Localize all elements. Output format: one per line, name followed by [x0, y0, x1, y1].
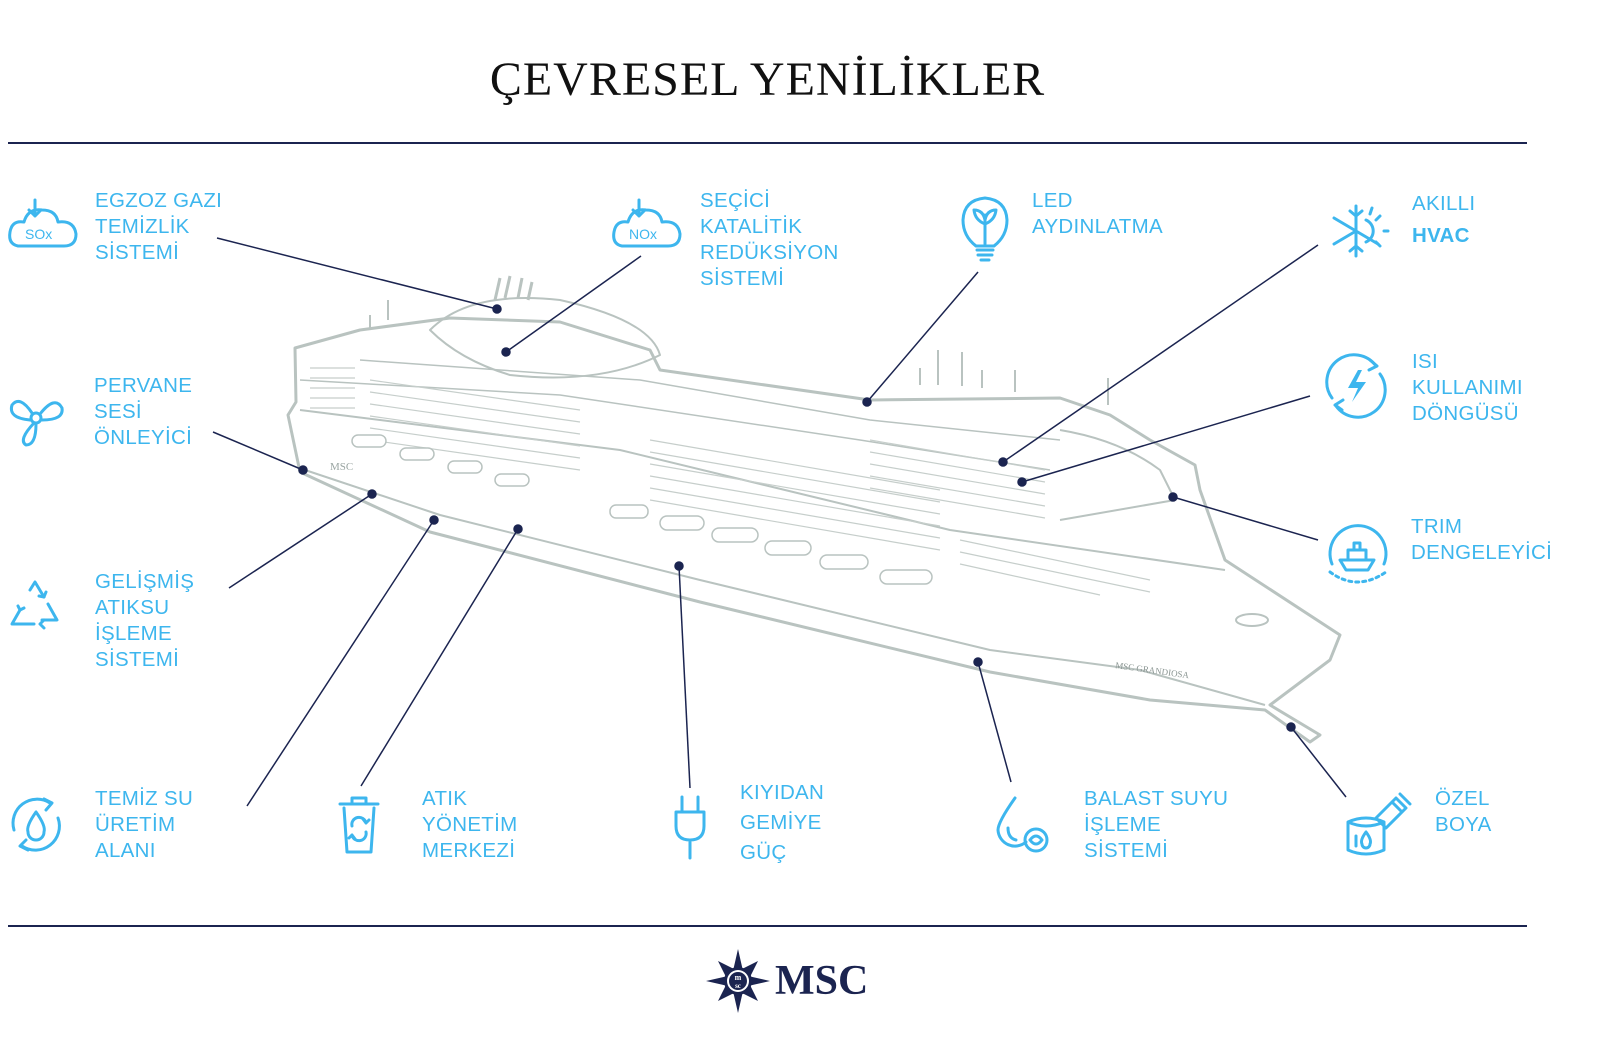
leader-dot [429, 515, 439, 525]
leader-dot [298, 465, 308, 475]
recycle-icon [10, 580, 59, 630]
funnel-dome [429, 297, 661, 379]
top-divider [8, 142, 1527, 144]
msc-wordmark: MSC [775, 958, 869, 1004]
leader-lines [212, 237, 1347, 807]
leader-dot [674, 561, 684, 571]
main-deck-line [299, 409, 1226, 571]
plug-icon [674, 795, 706, 860]
water-drop-cycle-icon [11, 797, 61, 852]
svg-text:m: m [735, 973, 742, 982]
hull-waterline [304, 469, 1266, 706]
nox-cloud-icon: NOx [612, 198, 682, 248]
bow-structure [1059, 429, 1176, 521]
propeller-icon [9, 399, 64, 447]
leader-dot [973, 657, 983, 667]
page-title: ÇEVRESEL YENİLİKLER [489, 53, 1046, 106]
leader-dot [513, 524, 523, 534]
funnel-stacks [493, 275, 534, 301]
masts [369, 300, 1109, 405]
leader-dot [1017, 477, 1027, 487]
svg-text:NOx: NOx [629, 226, 657, 242]
msc-logo: m sc MSC [705, 948, 868, 1014]
anchor-hawse [1235, 613, 1269, 627]
led-bulb-icon [961, 196, 1009, 262]
svg-text:SOx: SOx [25, 226, 52, 242]
compass-rose-icon: m sc [706, 949, 770, 1013]
ship-hull-logo: MSC [330, 461, 353, 473]
ship-hull [286, 316, 1342, 744]
leader-dot [998, 457, 1008, 467]
bottom-divider [8, 925, 1527, 927]
leader-dot [501, 347, 511, 357]
paint-bucket-icon [1346, 792, 1412, 856]
leader-dot [1286, 722, 1296, 732]
leader-dot [862, 397, 872, 407]
leader-dot [1168, 492, 1178, 502]
svg-text:sc: sc [735, 982, 741, 990]
hvac-snow-sun-icon [1332, 204, 1390, 258]
leader-dot [492, 304, 502, 314]
sox-cloud-icon: SOx [8, 198, 78, 248]
leader-dot [367, 489, 377, 499]
lifeboats [351, 434, 933, 585]
upper-deck [359, 359, 1061, 441]
heat-cycle-icon [1325, 353, 1387, 419]
ship-name: MSC GRANDIOSA [1115, 660, 1190, 680]
recycle-bin-icon [338, 796, 380, 854]
trim-ship-icon [1328, 524, 1388, 584]
ballast-water-icon [996, 796, 1049, 853]
